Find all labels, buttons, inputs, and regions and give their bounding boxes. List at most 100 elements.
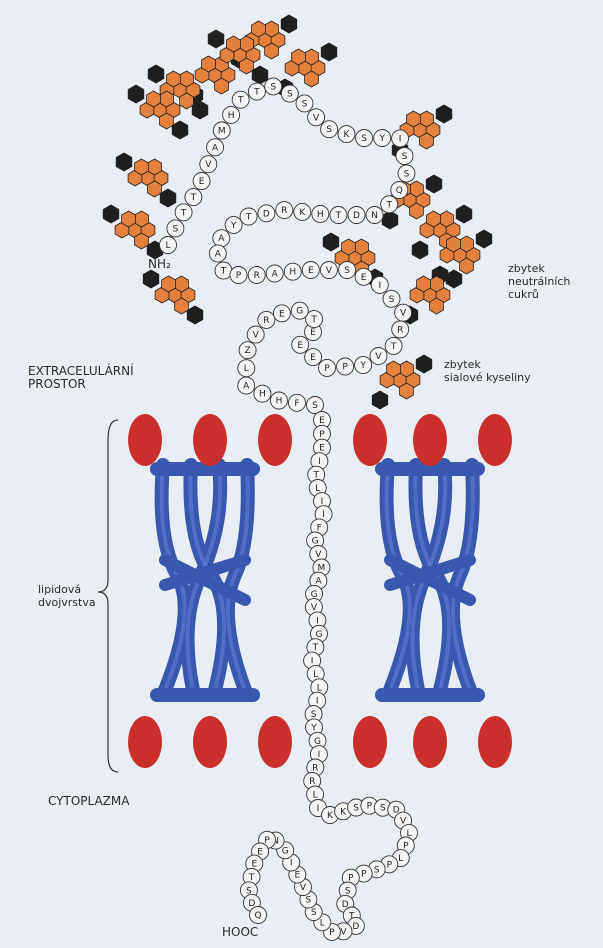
neutral-sugar-hexagon [147, 91, 161, 107]
amino-acid-residue: R [276, 202, 293, 219]
label-extracellular: EXTRACELULÁRNÍPROSTOR [28, 365, 134, 391]
residue-letter: P [367, 802, 373, 812]
residue-letter: R [309, 777, 315, 787]
label-neutral-sugars: zbytekneutrálníchcukrů [508, 262, 570, 301]
polar-head [478, 716, 512, 768]
amino-acid-residue: R [258, 311, 275, 328]
neutral-sugar-hexagon [215, 78, 229, 94]
polar-head [258, 716, 292, 768]
amino-acid-residue: S [296, 95, 313, 112]
neutral-sugar-hexagon [135, 211, 149, 227]
residue-letter: V [205, 160, 212, 170]
amino-acid-residue: A [207, 139, 224, 156]
neutral-sugar-hexagon [400, 383, 414, 399]
amino-acid-residue: S [281, 85, 298, 102]
sialic-acid-hexagon [372, 391, 388, 409]
residue-letter: E [310, 328, 316, 338]
sialic-acid-hexagon [252, 66, 268, 84]
polar-head [353, 414, 387, 466]
neutral-sugar-hexagon [305, 49, 319, 65]
amino-acid-residue: H [254, 385, 271, 402]
neutral-sugar-hexagon [387, 361, 401, 377]
sialic-acid-hexagon [436, 105, 452, 123]
bilayer-brace [98, 420, 118, 772]
residue-letter: E [308, 266, 314, 276]
sialic-acid-hexagon [412, 241, 428, 259]
residue-letter: S [173, 224, 179, 234]
amino-acid-residue: E [302, 262, 319, 279]
residue-letter: Y [230, 221, 237, 231]
residue-letter: I [318, 750, 321, 760]
residue-letter: D [263, 209, 270, 219]
polar-head [413, 414, 447, 466]
neutral-sugar-hexagon [202, 56, 216, 72]
amino-acid-residue: E [355, 268, 372, 285]
residue-letter: I [290, 859, 293, 869]
residue-letter: Q [254, 911, 261, 921]
residue-letter: S [374, 865, 380, 875]
neutral-sugar-hexagon [122, 211, 136, 227]
brace-line [98, 420, 118, 772]
amino-acid-residue: A [238, 377, 255, 394]
amino-acid-residue: L [238, 360, 255, 377]
neutral-sugar-hexagon [162, 276, 176, 292]
residue-letter: V [326, 266, 333, 276]
residue-letter: E [361, 273, 367, 283]
sialic-acid-hexagon [103, 205, 119, 223]
residue-letter: S [326, 125, 332, 135]
lipid-molecule-group [375, 462, 485, 702]
amino-acid-residue: Y [374, 130, 391, 147]
residue-letter: V [315, 550, 322, 560]
residue-letter: S [311, 908, 317, 918]
amino-acid-residue: E [193, 173, 210, 190]
residue-letter: D [353, 211, 360, 221]
neutral-sugar-hexagon [407, 111, 421, 127]
neutral-sugar-hexagon [227, 36, 241, 52]
residue-letter: H [259, 390, 266, 400]
residue-letter: P [361, 870, 367, 880]
lipid-molecule-group [150, 462, 260, 702]
sialic-acid-hexagon [321, 43, 337, 61]
residue-letter: T [390, 342, 397, 352]
neutral-sugar-hexagon [430, 276, 444, 292]
neutral-sugar-hexagon [427, 211, 441, 227]
residue-letter: P [387, 860, 393, 870]
amino-acid-residue: K [338, 126, 355, 143]
residue-letter: R [254, 271, 260, 281]
residue-letter: P [342, 363, 348, 373]
neutral-sugar-hexagon [175, 276, 189, 292]
residue-letter: V [400, 309, 407, 319]
residue-letter: S [353, 804, 359, 814]
amino-acid-residue: Y [225, 216, 242, 233]
neutral-sugar-hexagon [410, 203, 424, 219]
polar-head [258, 414, 292, 466]
residue-letter: S [380, 804, 386, 814]
neutral-sugar-hexagon [410, 181, 424, 197]
residue-letter: I [316, 697, 319, 707]
residue-letter: L [313, 670, 318, 680]
neutral-sugar-hexagon [240, 58, 254, 74]
polar-head [193, 414, 227, 466]
amino-acid-residue: I [392, 130, 409, 147]
residue-letter: V [340, 927, 347, 937]
amino-acid-residue: A [209, 245, 226, 262]
neutral-sugar-hexagon [148, 181, 162, 197]
residue-letter: S [287, 90, 293, 100]
residue-letter: G [296, 307, 303, 317]
amino-acid-residue: S [307, 397, 324, 414]
amino-acid-residue: H [271, 392, 288, 409]
neutral-sugar-hexagon [292, 49, 306, 65]
amino-acid-residue: T [215, 262, 232, 279]
residue-letter: H [228, 111, 235, 121]
residue-letter: T [253, 88, 260, 98]
sialic-acid-hexagon [172, 121, 188, 139]
amino-acid-residue: P [230, 267, 247, 284]
residue-letter: T [220, 267, 227, 277]
amino-acid-residue: R [248, 267, 265, 284]
label-lipid-bilayer: lipidovádvojvrstva [38, 583, 96, 609]
sialic-acid-hexagon [323, 233, 339, 251]
neutral-sugar-hexagon [460, 258, 474, 274]
residue-letter: S [306, 896, 312, 906]
residue-letter: E [319, 444, 325, 454]
sialic-acid-hexagon [416, 355, 432, 373]
